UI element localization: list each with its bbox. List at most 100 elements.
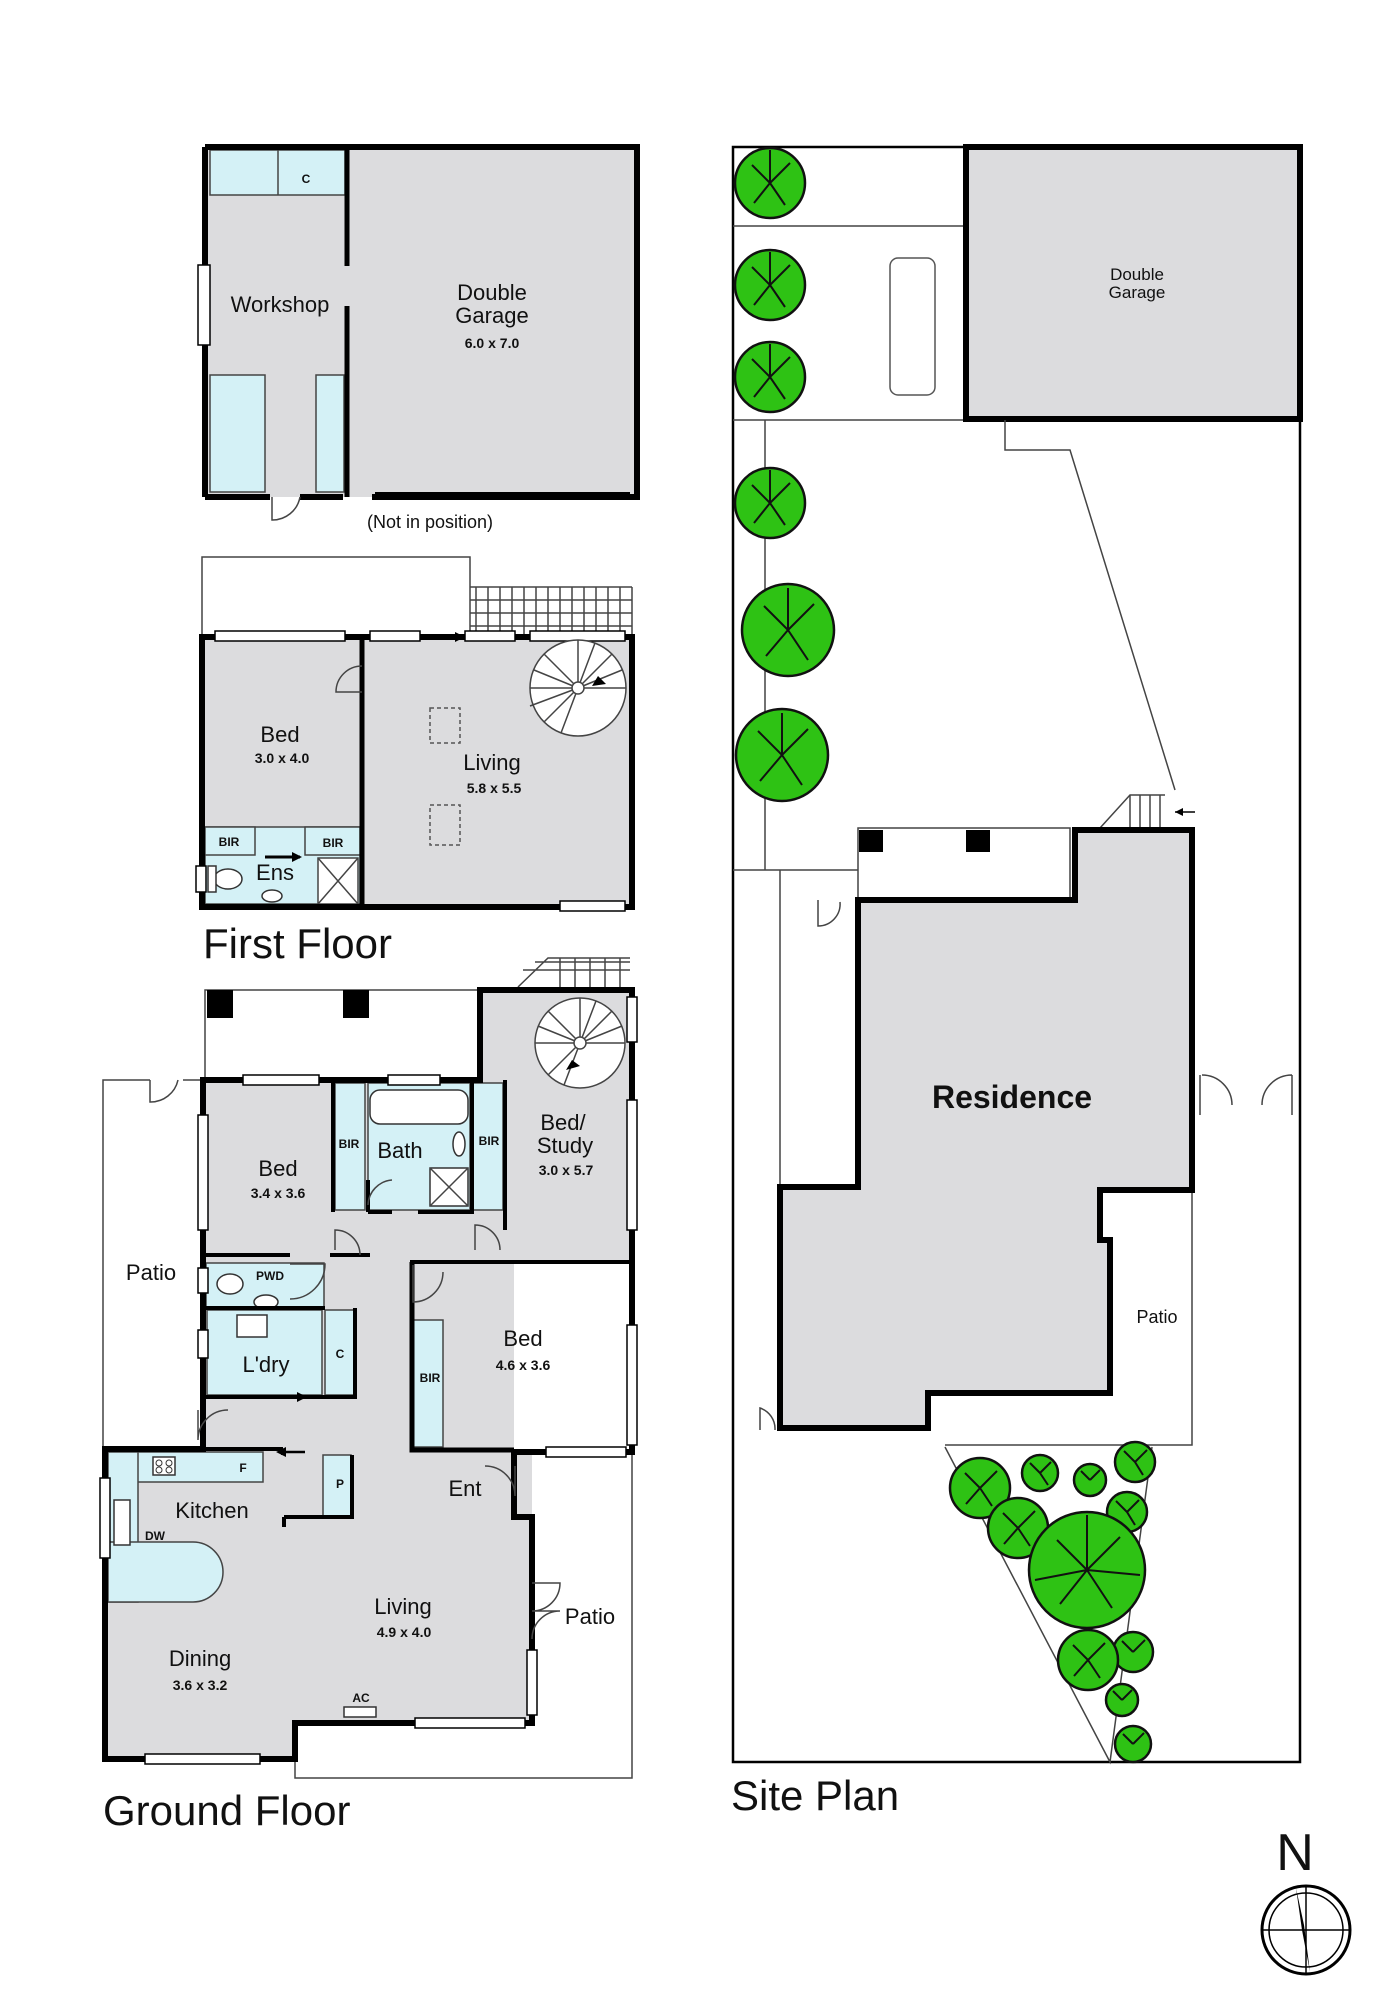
tree bbox=[1027, 1510, 1147, 1630]
balcony-stairs bbox=[470, 586, 632, 627]
bir-label: BIR bbox=[339, 1137, 360, 1151]
tree bbox=[1113, 1440, 1157, 1484]
bath-label: Bath bbox=[377, 1138, 422, 1163]
ground-bed2-dimensions: 4.6 x 3.6 bbox=[496, 1357, 551, 1373]
ground-living-label: Living bbox=[374, 1594, 431, 1619]
fridge-label: F bbox=[239, 1461, 246, 1475]
ground-floor-title: Ground Floor bbox=[103, 1787, 350, 1834]
first-floor-title: First Floor bbox=[203, 920, 392, 967]
skylight bbox=[429, 707, 461, 744]
bir-label: BIR bbox=[219, 835, 240, 849]
compass-needle bbox=[1296, 1888, 1310, 1972]
ground-bed2-label: Bed bbox=[503, 1326, 542, 1351]
tree bbox=[733, 146, 807, 220]
ground-living-dimensions: 4.9 x 4.0 bbox=[377, 1624, 432, 1640]
car-outline bbox=[889, 257, 936, 396]
workshop-bench-left bbox=[209, 374, 266, 493]
rear-patio-label: Patio bbox=[565, 1604, 615, 1629]
pantry-label: P bbox=[336, 1477, 344, 1491]
ground-bed1-dimensions: 3.4 x 3.6 bbox=[251, 1185, 306, 1201]
bir-study bbox=[472, 1082, 504, 1211]
bir-label: BIR bbox=[420, 1371, 441, 1385]
kitchen-label: Kitchen bbox=[175, 1498, 248, 1523]
dining-dimensions: 3.6 x 3.2 bbox=[173, 1677, 228, 1693]
tree bbox=[1104, 1682, 1140, 1718]
garage-label-line2: Garage bbox=[455, 303, 528, 328]
patio-door bbox=[531, 1582, 561, 1640]
tree bbox=[1111, 1630, 1155, 1674]
site-garage-label-line1: Double bbox=[1110, 265, 1164, 284]
skylight bbox=[429, 804, 461, 846]
bathtub bbox=[369, 1089, 469, 1125]
first-living-label: Living bbox=[463, 750, 520, 775]
first-bed-dimensions: 3.0 x 4.0 bbox=[255, 750, 310, 766]
workshop-door bbox=[271, 496, 301, 521]
first-floor: Bed 3.0 x 4.0 Living 5.8 x 5.5 BIR BIR E… bbox=[195, 556, 635, 967]
tree bbox=[733, 340, 807, 414]
site-plan: Double Garage Residence Patio bbox=[731, 144, 1303, 1819]
garage-block: Workshop Double Garage 6.0 x 7.0 C (Not … bbox=[197, 144, 640, 532]
first-bed-window bbox=[214, 630, 346, 642]
site-trees bbox=[733, 146, 1157, 1764]
tree bbox=[948, 1456, 1012, 1520]
tree bbox=[986, 1496, 1050, 1560]
tree bbox=[734, 707, 830, 803]
dining-label: Dining bbox=[169, 1646, 231, 1671]
first-living-dimensions: 5.8 x 5.5 bbox=[467, 780, 522, 796]
site-residence bbox=[777, 827, 1195, 1431]
pantry bbox=[322, 1454, 352, 1518]
cupboard-label: C bbox=[302, 172, 311, 186]
site-garage-label-line2: Garage bbox=[1109, 283, 1166, 302]
study-dimensions: 3.0 x 5.7 bbox=[539, 1162, 594, 1178]
side-patio bbox=[102, 1079, 200, 1449]
laundry-cupboard-label: C bbox=[336, 1347, 345, 1361]
workshop-label: Workshop bbox=[231, 292, 330, 317]
first-bed-label: Bed bbox=[260, 722, 299, 747]
porch bbox=[204, 989, 481, 1079]
bir-label: BIR bbox=[323, 836, 344, 850]
tree bbox=[1020, 1453, 1060, 1493]
pwd-label: PWD bbox=[256, 1269, 284, 1283]
kitchen-island bbox=[107, 1541, 224, 1603]
ground-spiral-stairs bbox=[534, 997, 626, 1089]
dishwasher-label: DW bbox=[145, 1529, 166, 1543]
garage-note: (Not in position) bbox=[367, 512, 493, 532]
workshop-window bbox=[197, 264, 211, 346]
north-compass: N bbox=[1260, 1824, 1352, 1976]
tree bbox=[740, 582, 836, 678]
bed-door bbox=[335, 665, 363, 693]
site-plan-title: Site Plan bbox=[731, 1772, 899, 1819]
tree bbox=[733, 248, 807, 322]
site-patio-label: Patio bbox=[1136, 1307, 1177, 1327]
ground-floor: Bed 3.4 x 3.6 Bath BIR BIR Bed/ Study 3.… bbox=[99, 957, 638, 1834]
ensuite-label: Ens bbox=[256, 860, 294, 885]
ac-label: AC bbox=[352, 1691, 370, 1705]
study-door bbox=[474, 1224, 501, 1251]
balcony bbox=[201, 556, 471, 636]
ensuite-toilet bbox=[213, 868, 243, 890]
tree bbox=[1113, 1724, 1153, 1764]
study-label-line2: Study bbox=[537, 1133, 593, 1158]
bir-bed2 bbox=[412, 1319, 444, 1448]
bed1-door bbox=[334, 1229, 361, 1256]
tree bbox=[1056, 1628, 1120, 1692]
site-garage bbox=[963, 144, 1303, 422]
entry-door bbox=[484, 1465, 516, 1497]
garage-label-line1: Double bbox=[457, 280, 527, 305]
study-label-line1: Bed/ bbox=[540, 1110, 586, 1135]
first-spiral-stairs bbox=[529, 639, 627, 737]
bir-label: BIR bbox=[479, 1134, 500, 1148]
residence-label: Residence bbox=[932, 1079, 1092, 1115]
north-label: N bbox=[1276, 1824, 1314, 1882]
laundry-label: L'dry bbox=[243, 1352, 290, 1377]
garage-dimensions: 6.0 x 7.0 bbox=[465, 335, 520, 351]
entry-label: Ent bbox=[448, 1476, 481, 1501]
workshop-bench-right bbox=[315, 374, 345, 493]
garage-floor bbox=[205, 147, 637, 497]
tree bbox=[733, 466, 807, 540]
tree bbox=[1072, 1462, 1108, 1498]
ground-bed1-label: Bed bbox=[258, 1156, 297, 1181]
bir-bed1 bbox=[334, 1082, 366, 1211]
ac-unit bbox=[343, 1706, 377, 1718]
